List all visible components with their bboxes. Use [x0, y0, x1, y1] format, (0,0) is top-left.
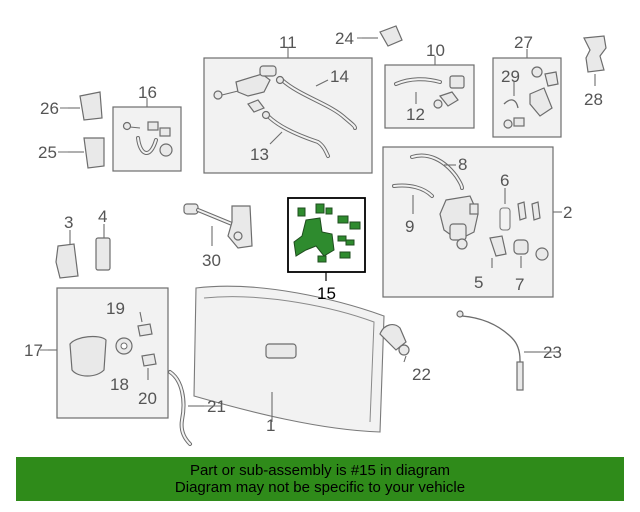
- highlight-notice-banner: Part or sub-assembly is #15 in diagram D…: [16, 457, 624, 501]
- part-15-highlighted[interactable]: [287, 197, 366, 281]
- part-28[interactable]: [583, 35, 607, 86]
- callout-7: 7: [515, 275, 524, 294]
- callout-8: 8: [458, 155, 467, 174]
- callout-13: 13: [250, 145, 269, 164]
- callout-4: 4: [98, 207, 107, 226]
- part-25[interactable]: [68, 137, 105, 169]
- part-30[interactable]: [183, 203, 253, 249]
- callout-9: 9: [405, 217, 414, 236]
- part-group-10[interactable]: [384, 56, 475, 129]
- callout-27: 27: [514, 33, 533, 52]
- part-4[interactable]: [95, 224, 111, 271]
- part-23[interactable]: [456, 310, 540, 391]
- callout-10: 10: [426, 41, 445, 60]
- callout-28: 28: [584, 90, 603, 109]
- part-group-11[interactable]: [203, 47, 373, 174]
- callout-22: 22: [412, 365, 431, 384]
- callout-5: 5: [474, 273, 483, 292]
- part-group-2[interactable]: [382, 146, 562, 298]
- callout-labels: 1 2 3 4 5 6 7 8 9 10 11 12 13 14 15 16 1…: [24, 29, 603, 435]
- callout-24: 24: [335, 29, 354, 48]
- part-26[interactable]: [68, 91, 103, 121]
- callout-12: 12: [406, 105, 425, 124]
- banner-line-2: Diagram may not be specific to your vehi…: [174, 479, 466, 496]
- callout-29: 29: [501, 67, 520, 86]
- callout-leader-lines: [40, 37, 560, 407]
- callout-2: 2: [563, 203, 572, 222]
- part-22[interactable]: [379, 324, 410, 363]
- part-group-16[interactable]: [112, 98, 182, 172]
- callout-16: 16: [138, 83, 157, 102]
- part-3[interactable]: [55, 230, 79, 279]
- callout-20: 20: [138, 389, 157, 408]
- callout-30: 30: [202, 251, 221, 270]
- callout-15: 15: [317, 284, 336, 303]
- callout-19: 19: [106, 299, 125, 318]
- callout-18: 18: [110, 375, 129, 394]
- part-group-27[interactable]: [492, 49, 562, 138]
- part-1-tailgate[interactable]: [193, 285, 385, 433]
- callout-25: 25: [38, 143, 57, 162]
- callout-3: 3: [64, 213, 73, 232]
- part-21[interactable]: [168, 370, 204, 446]
- callout-17: 17: [24, 341, 43, 360]
- banner-line-1: Part or sub-assembly is #15 in diagram: [189, 462, 451, 479]
- callout-11: 11: [279, 33, 297, 52]
- callout-26: 26: [40, 99, 59, 118]
- part-group-17[interactable]: [48, 287, 169, 419]
- callout-6: 6: [500, 171, 509, 190]
- callout-1: 1: [266, 416, 275, 435]
- part-24[interactable]: [362, 25, 403, 47]
- callout-14: 14: [330, 67, 349, 86]
